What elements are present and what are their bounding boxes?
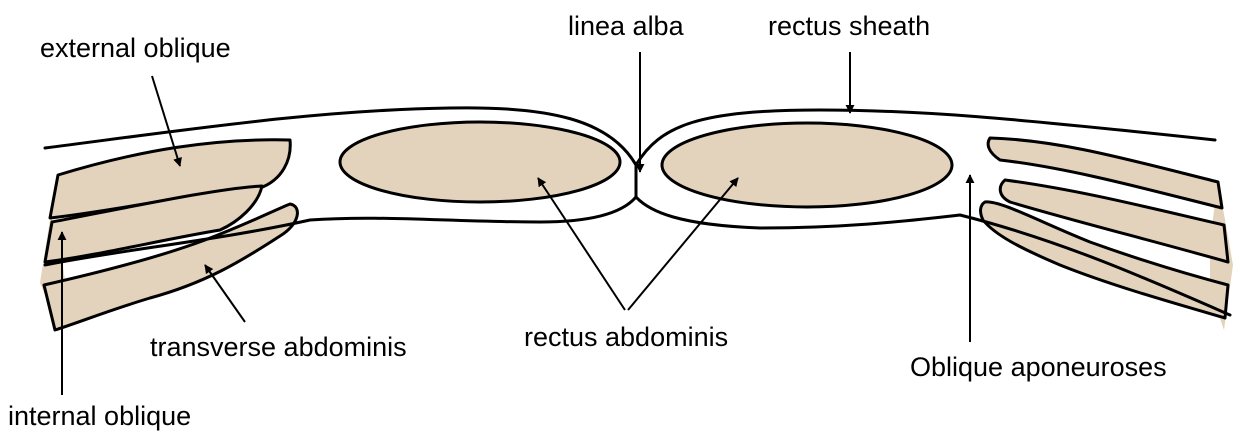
rectus-sheath-label: rectus sheath — [768, 13, 930, 40]
rectus-abdominis-pointer-right — [628, 178, 738, 310]
left-rectus-abdominis — [340, 122, 620, 202]
linea-alba-label: linea alba — [568, 13, 684, 40]
internal-oblique-label: internal oblique — [8, 403, 191, 430]
rectus-abdominis-pointer-left — [538, 178, 625, 310]
right-rectus-abdominis — [662, 123, 952, 207]
rectus-abdominis-label: rectus abdominis — [524, 324, 728, 351]
external-oblique-label: external oblique — [40, 35, 231, 62]
oblique-aponeuroses-label: Oblique aponeuroses — [910, 354, 1167, 381]
transverse-abdominis-label: transverse abdominis — [150, 334, 407, 361]
transverse-abdominis-pointer — [205, 265, 245, 322]
